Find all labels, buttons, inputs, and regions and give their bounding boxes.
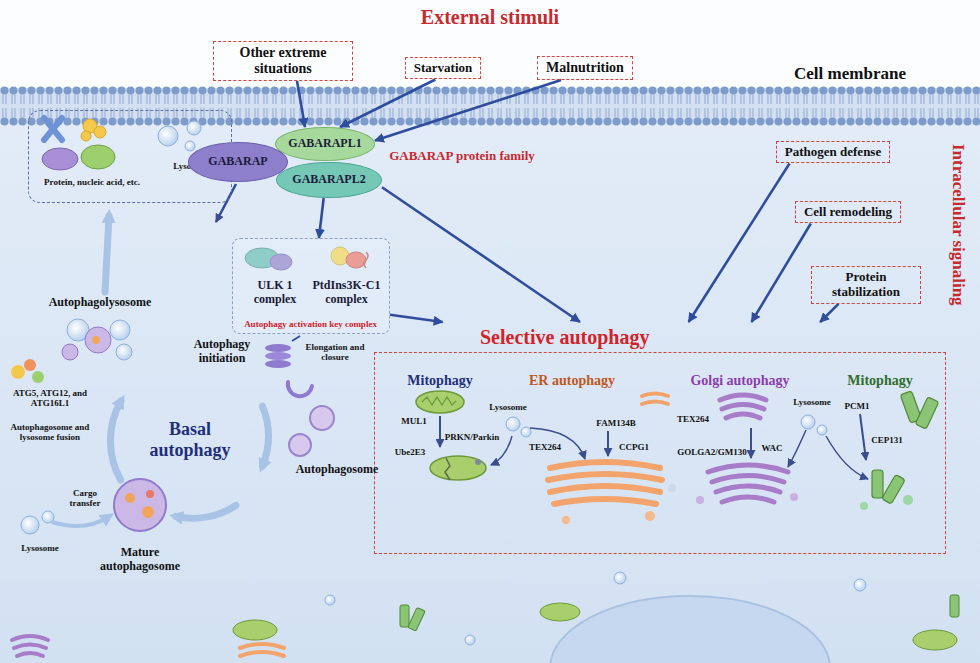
organelle-label: Lysosome [489, 402, 527, 412]
section-heading: Selective autophagy [480, 326, 649, 349]
protein-label: CCPG1 [619, 442, 649, 452]
protein-label: Ube2E3 [395, 447, 426, 457]
node-text: Protein stabilization [820, 270, 912, 300]
step-label: Elongation and closure [299, 342, 371, 363]
connector-arrow [340, 79, 435, 127]
panel-heading: Mitophagy [407, 373, 472, 389]
connector-arrow [375, 80, 561, 141]
complex-label: PtdIns3K-C1 complex [304, 279, 389, 307]
panel-heading: Golgi autophagy [690, 373, 789, 389]
node-text: GABARAP [208, 155, 267, 169]
protein-label: TEX264 [677, 414, 709, 424]
node-text: Autophagy activation key complex [235, 319, 386, 329]
connector-arrow [390, 315, 443, 322]
stage-label: Autophagy initiation [185, 338, 259, 366]
node-text: Malnutrition [546, 60, 624, 76]
connector-arrow [689, 163, 790, 322]
organelle-label: Lysosome [793, 397, 831, 407]
stimulus-box: Starvation [405, 57, 482, 80]
connector-arrow [319, 198, 324, 238]
protein-ellipse: GABARAP [188, 142, 288, 182]
stage-label: Mature autophagosome [85, 546, 195, 574]
node-text: Cell remodeling [804, 205, 892, 220]
family-label: GABARAP protein family [389, 149, 535, 164]
node-text: Protein, nucleic acid, etc. [35, 177, 149, 187]
protein-label: CEP131 [871, 435, 903, 445]
protein-ellipse: GABARAPL2 [276, 162, 382, 198]
function-box: Protein stabilization [811, 266, 921, 304]
stimulus-box: Other extreme situations [213, 41, 353, 81]
figure-title: External stimuli [421, 6, 559, 29]
function-box: Pathogen defense [776, 141, 890, 164]
panel-heading: ER autophagy [529, 373, 615, 389]
panel-heading: Mitophagy [847, 373, 912, 389]
protein-label: GOLGA2/GM130 [677, 447, 747, 457]
node-text: Other extreme situations [222, 45, 344, 77]
connector-arrow [297, 81, 305, 127]
complex-frame: Autophagy activation key complex ULK 1 co… [232, 238, 390, 334]
organelle-label: Lysosome [21, 543, 59, 553]
stimulus-box: Malnutrition [537, 56, 633, 80]
protein-label: FAM134B [596, 418, 635, 428]
function-box: Cell remodeling [795, 201, 901, 224]
complex-label: ULK 1 complex [235, 279, 315, 307]
protein-label: TEX264 [529, 442, 561, 452]
node-text: ULK 1 complex [235, 279, 315, 307]
step-label: Autophagosome and lysosome fusion [6, 422, 94, 443]
protein-label: ATG5, ATG12, and ATG16L1 [9, 388, 91, 409]
stage-label: Autophagosome [296, 463, 379, 477]
protein-ellipse: GABARAPL1 [275, 127, 375, 161]
side-label: Intracellular signaling [948, 144, 968, 306]
protein-label: MUL1 [401, 416, 427, 426]
protein-label: WAC [761, 443, 782, 453]
step-label: Cargo transfer [61, 488, 109, 509]
node-text: Starvation [414, 61, 473, 76]
section-heading: Basal autophagy [140, 419, 240, 460]
connector-arrow [382, 187, 580, 322]
protein-label: PCM1 [845, 401, 870, 411]
connector-arrow [752, 223, 811, 322]
node-text: GABARAPL2 [292, 173, 365, 187]
node-text: PtdIns3K-C1 complex [304, 279, 389, 307]
stage-label: Autophagolysosome [49, 296, 152, 310]
node-text: GABARAPL1 [288, 137, 361, 151]
protein-label: PRKN/Parkin [445, 432, 500, 442]
connector-arrow [820, 304, 838, 322]
membrane-label: Cell membrane [794, 64, 906, 84]
node-text: Pathogen defense [785, 145, 881, 160]
